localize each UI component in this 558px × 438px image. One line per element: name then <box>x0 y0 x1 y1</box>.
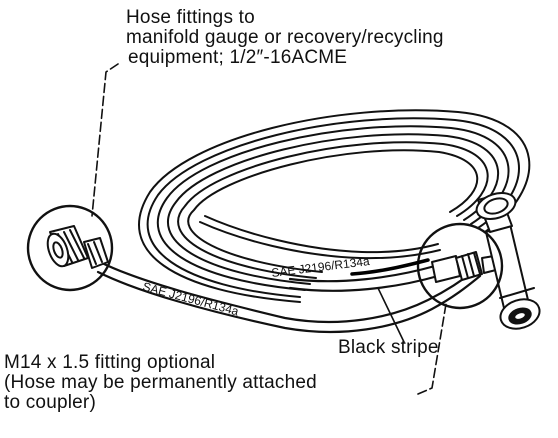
leader-stripe <box>377 287 405 343</box>
hose-marking-back: SAE J2196/R134a <box>271 254 371 280</box>
fittings-callout: Hose fittings to manifold gauge or recov… <box>126 8 444 68</box>
left-fitting-callout-circle <box>26 204 114 292</box>
hose-coil <box>138 109 531 303</box>
black-stripe-label: Black stripe <box>338 337 439 358</box>
left-hose-fitting <box>46 225 109 269</box>
black-stripe <box>350 258 430 276</box>
right-hose-fitting <box>431 251 497 283</box>
optional-fitting-callout: M14 x 1.5 fitting optional (Hose may be … <box>4 353 317 413</box>
right-fitting-callout-circle <box>416 222 504 310</box>
optional-fitting-line-1: M14 x 1.5 fitting optional <box>4 352 216 373</box>
optional-fitting-line-2: (Hose may be permanently attached <box>4 372 317 393</box>
leader-bottom <box>417 303 447 395</box>
fittings-callout-line-3: equipment; 1/2″-16ACME <box>128 47 348 68</box>
hose-main <box>96 260 482 333</box>
optional-fitting-line-3: to coupler) <box>4 392 96 413</box>
fittings-callout-line-1: Hose fittings to <box>126 7 255 28</box>
leader-top <box>91 63 119 217</box>
fittings-callout-line-2: manifold gauge or recovery/recycling <box>126 27 444 48</box>
